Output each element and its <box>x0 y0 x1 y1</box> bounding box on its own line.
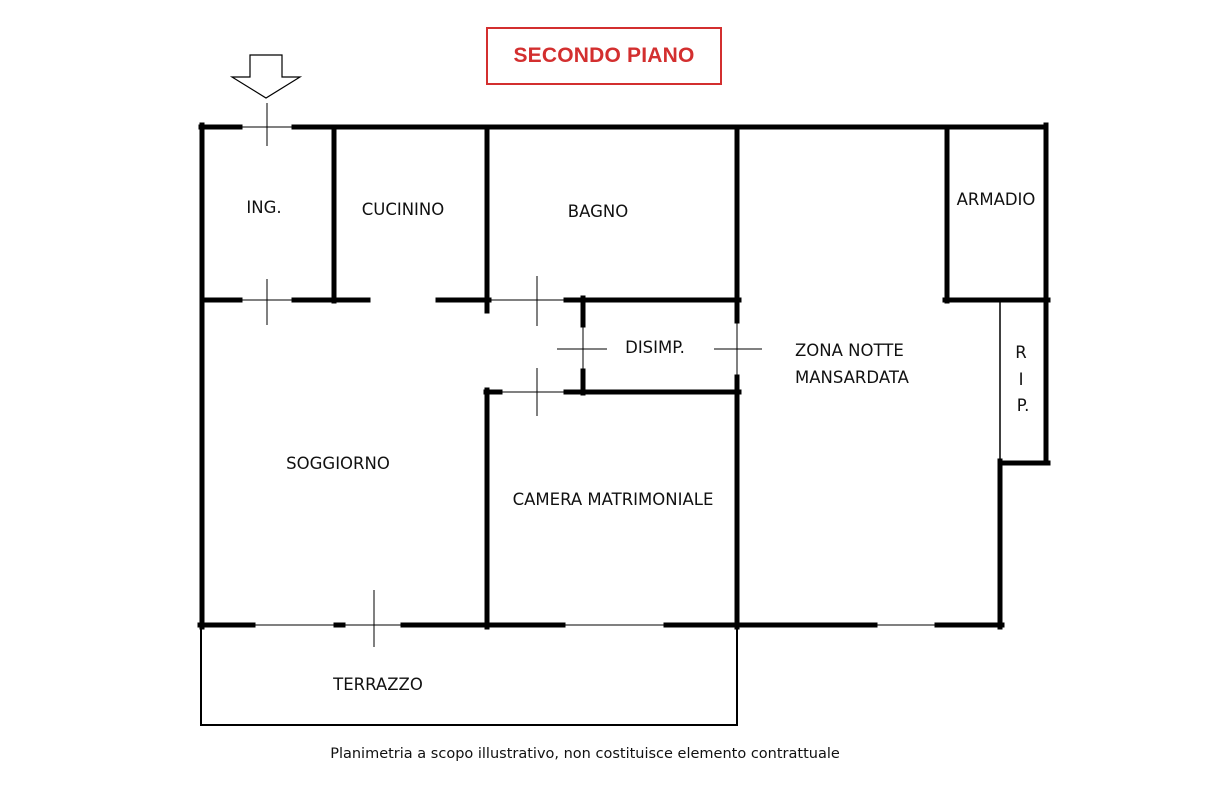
label-rip-1: R <box>1015 343 1026 362</box>
label-armadio: ARMADIO <box>957 190 1036 209</box>
entrance-arrow-icon <box>229 54 303 99</box>
walls <box>197 122 1051 726</box>
label-rip-3: P. <box>1017 396 1030 415</box>
label-bagno: BAGNO <box>568 202 628 221</box>
disclaimer: Planimetria a scopo illustrativo, non co… <box>0 746 1222 762</box>
terrazzo-outline <box>200 624 738 726</box>
door-markers <box>266 103 762 647</box>
label-terrazzo: TERRAZZO <box>332 675 423 694</box>
label-soggiorno: SOGGIORNO <box>286 454 390 473</box>
label-ingresso: ING. <box>246 198 281 217</box>
label-cucinino: CUCININO <box>362 200 445 219</box>
label-camera: CAMERA MATRIMONIALE <box>513 490 714 509</box>
label-zona-notte-2: MANSARDATA <box>795 368 910 387</box>
label-zona-notte-1: ZONA NOTTE <box>795 341 904 360</box>
disclaimer-text: Planimetria a scopo illustrativo, non co… <box>330 746 840 762</box>
label-rip-2: I <box>1019 370 1024 389</box>
title-box: SECONDO PIANO <box>486 27 722 85</box>
page-title: SECONDO PIANO <box>513 44 695 67</box>
label-disimpegno: DISIMP. <box>625 338 685 357</box>
